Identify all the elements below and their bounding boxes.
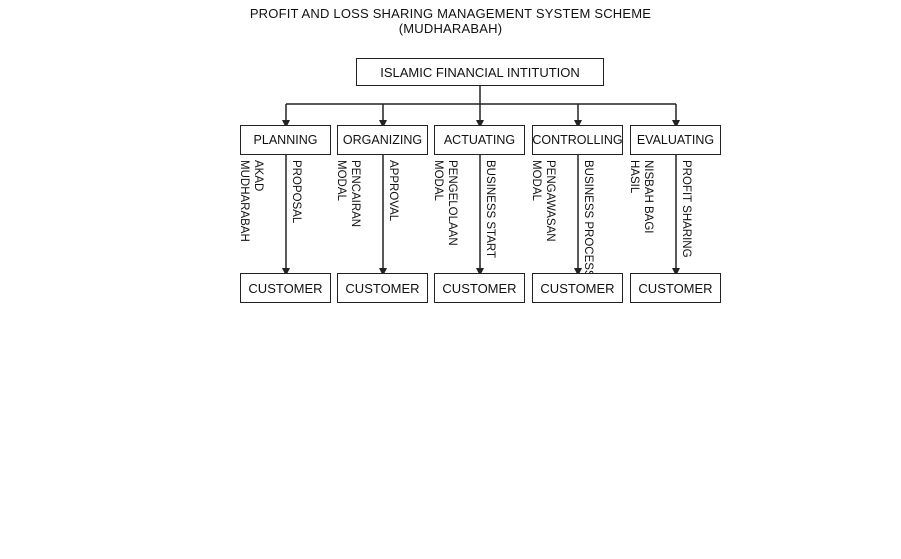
root-node-institution: ISLAMIC FINANCIAL INTITUTION	[356, 58, 604, 86]
customer-node: CUSTOMER	[532, 273, 623, 303]
flow-label-nisbah-bagi-hasil: NISBAH BAGI HASIL	[628, 160, 654, 234]
diagram-subtitle: (MUDHARABAH)	[398, 21, 503, 36]
flow-label-akad-mudharabah: AKAD MUDHARABAH	[238, 160, 264, 242]
stage-controlling: CONTROLLING	[532, 125, 623, 155]
flow-label-business-start: BUSINESS START	[484, 160, 496, 258]
flow-label-approval: APPROVAL	[387, 160, 399, 222]
customer-node: CUSTOMER	[434, 273, 525, 303]
flow-label-pencairan-modal: PENCAIRAN MODAL	[335, 160, 361, 228]
customer-node: CUSTOMER	[337, 273, 428, 303]
stage-evaluating: EVALUATING	[630, 125, 721, 155]
stage-planning: PLANNING	[240, 125, 331, 155]
flow-label-business-process: BUSINESS PROCESS	[582, 160, 594, 278]
customer-node: CUSTOMER	[630, 273, 721, 303]
flow-label-pengawasan-modal: PENGAWASAN MODAL	[530, 160, 556, 242]
customer-node: CUSTOMER	[240, 273, 331, 303]
stage-actuating: ACTUATING	[434, 125, 525, 155]
diagram-title: PROFIT AND LOSS SHARING MANAGEMENT SYSTE…	[249, 6, 652, 21]
flow-label-pengelolaan-modal: PENGELOLAAN MODAL	[432, 160, 458, 246]
stage-organizing: ORGANIZING	[337, 125, 428, 155]
flow-label-proposal: PROPOSAL	[290, 160, 302, 224]
flow-label-profit-sharing: PROFIT SHARING	[680, 160, 692, 258]
